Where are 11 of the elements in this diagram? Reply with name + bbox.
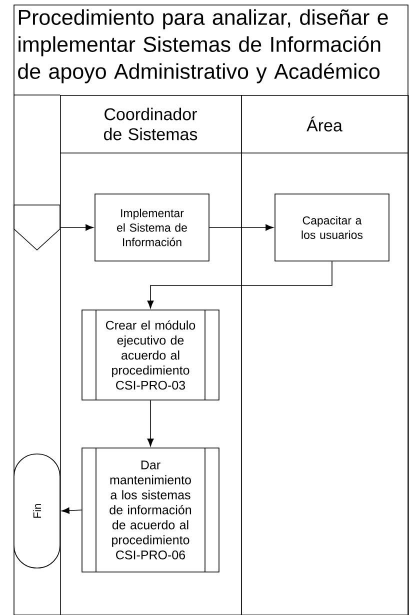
arrow	[147, 261, 332, 308]
title: Procedimiento para analizar, diseñar e implementar Sistemas de Información de apoyo Administrativo y Académico	[18, 9, 388, 84]
process-box: Implementar el Sistema de Información	[94, 194, 210, 262]
off-page-connector	[14, 204, 60, 251]
arrow	[60, 224, 94, 231]
process-box: Capacitar a los usuarios	[274, 194, 390, 262]
arrow	[147, 400, 154, 446]
predefined-process-box: Crear el módulo ejecutivo de acuerdo al procedimiento CSI-PRO-03	[82, 310, 220, 400]
predefined-process-box: Dar mantenimiento a los sistemas de información de acuerdo al procedimiento CSI-PRO-06	[82, 448, 220, 572]
arrow	[209, 224, 274, 231]
arrow	[62, 507, 82, 514]
